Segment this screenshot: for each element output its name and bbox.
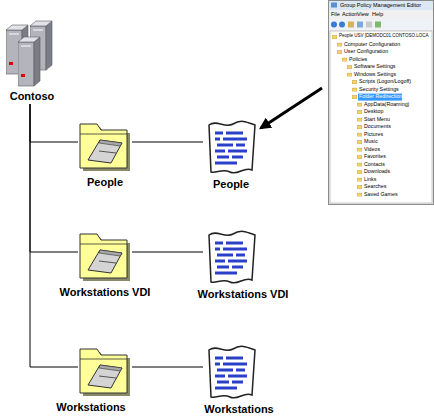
tree-item: Software Settings [354, 63, 396, 70]
tree-item: Downloads [364, 168, 390, 175]
tree-item: Windows Settings [354, 71, 396, 78]
tree-link [30, 104, 78, 367]
tree-item: Documents [364, 123, 391, 130]
tree-item: Saved Games [364, 191, 398, 198]
tree-item: Policies [349, 56, 367, 63]
tree-link [30, 104, 78, 252]
gpo-scroll: Workstations VDI [203, 228, 259, 300]
editor-window: Group Policy Management EditorFileAction… [328, 0, 434, 205]
tree-item: Favorites [364, 153, 386, 160]
node-label: Contoso [10, 90, 55, 103]
menu-item: Action [342, 11, 357, 18]
tree-item: Searches [364, 183, 386, 190]
tree-item: Folder Redirection [359, 93, 402, 100]
node-label: People [87, 176, 123, 189]
tree-item: AppData(Roaming) [364, 101, 409, 108]
ou-folder: Workstations [78, 343, 132, 415]
tree-link [132, 142, 203, 143]
tree-item: Desktop [364, 108, 383, 115]
node-label: Workstations VDI [60, 286, 151, 299]
tree-item: Pictures [364, 131, 383, 138]
tree-item: People USV [DEMODC01.CONTOSO.LOCA [339, 33, 428, 39]
callout-arrow [261, 88, 322, 128]
server-icon [6, 21, 52, 86]
menu-item: File [331, 11, 340, 18]
tree-link [132, 367, 203, 368]
menu-item: Help [372, 11, 383, 18]
ou-folder-icon [80, 124, 130, 396]
node-label: Workstations VDI [198, 288, 289, 301]
tree-item: User Configuration [344, 48, 388, 55]
gpo-scroll: People [203, 118, 259, 190]
node-label: Workstations [56, 401, 125, 414]
node-label: People [213, 178, 249, 191]
gpo-scroll-icon [209, 121, 255, 398]
ou-folder: People [78, 118, 132, 190]
ou-folder: Workstations VDI [78, 228, 132, 300]
tree-item: Scripts (Logon/Logoff) [359, 78, 411, 85]
tree-item: Videos [364, 146, 380, 153]
server-node: Contoso [0, 18, 64, 106]
tree-item: Start Menu [364, 116, 390, 123]
editor-window-chrome [329, 1, 434, 205]
tree-item: Links [364, 176, 376, 183]
tree-item: Music [364, 138, 378, 145]
node-label: Workstations [204, 403, 273, 416]
tree-link [30, 104, 78, 142]
window-title: Group Policy Management Editor [340, 2, 421, 9]
tree-link [132, 252, 203, 253]
tree-item: Computer Configuration [344, 41, 400, 48]
gpo-scroll: Workstations [203, 343, 259, 415]
tree-item: Contacts [364, 161, 385, 168]
tree-item: Security Settings [359, 86, 399, 93]
menu-item: View [357, 11, 369, 18]
